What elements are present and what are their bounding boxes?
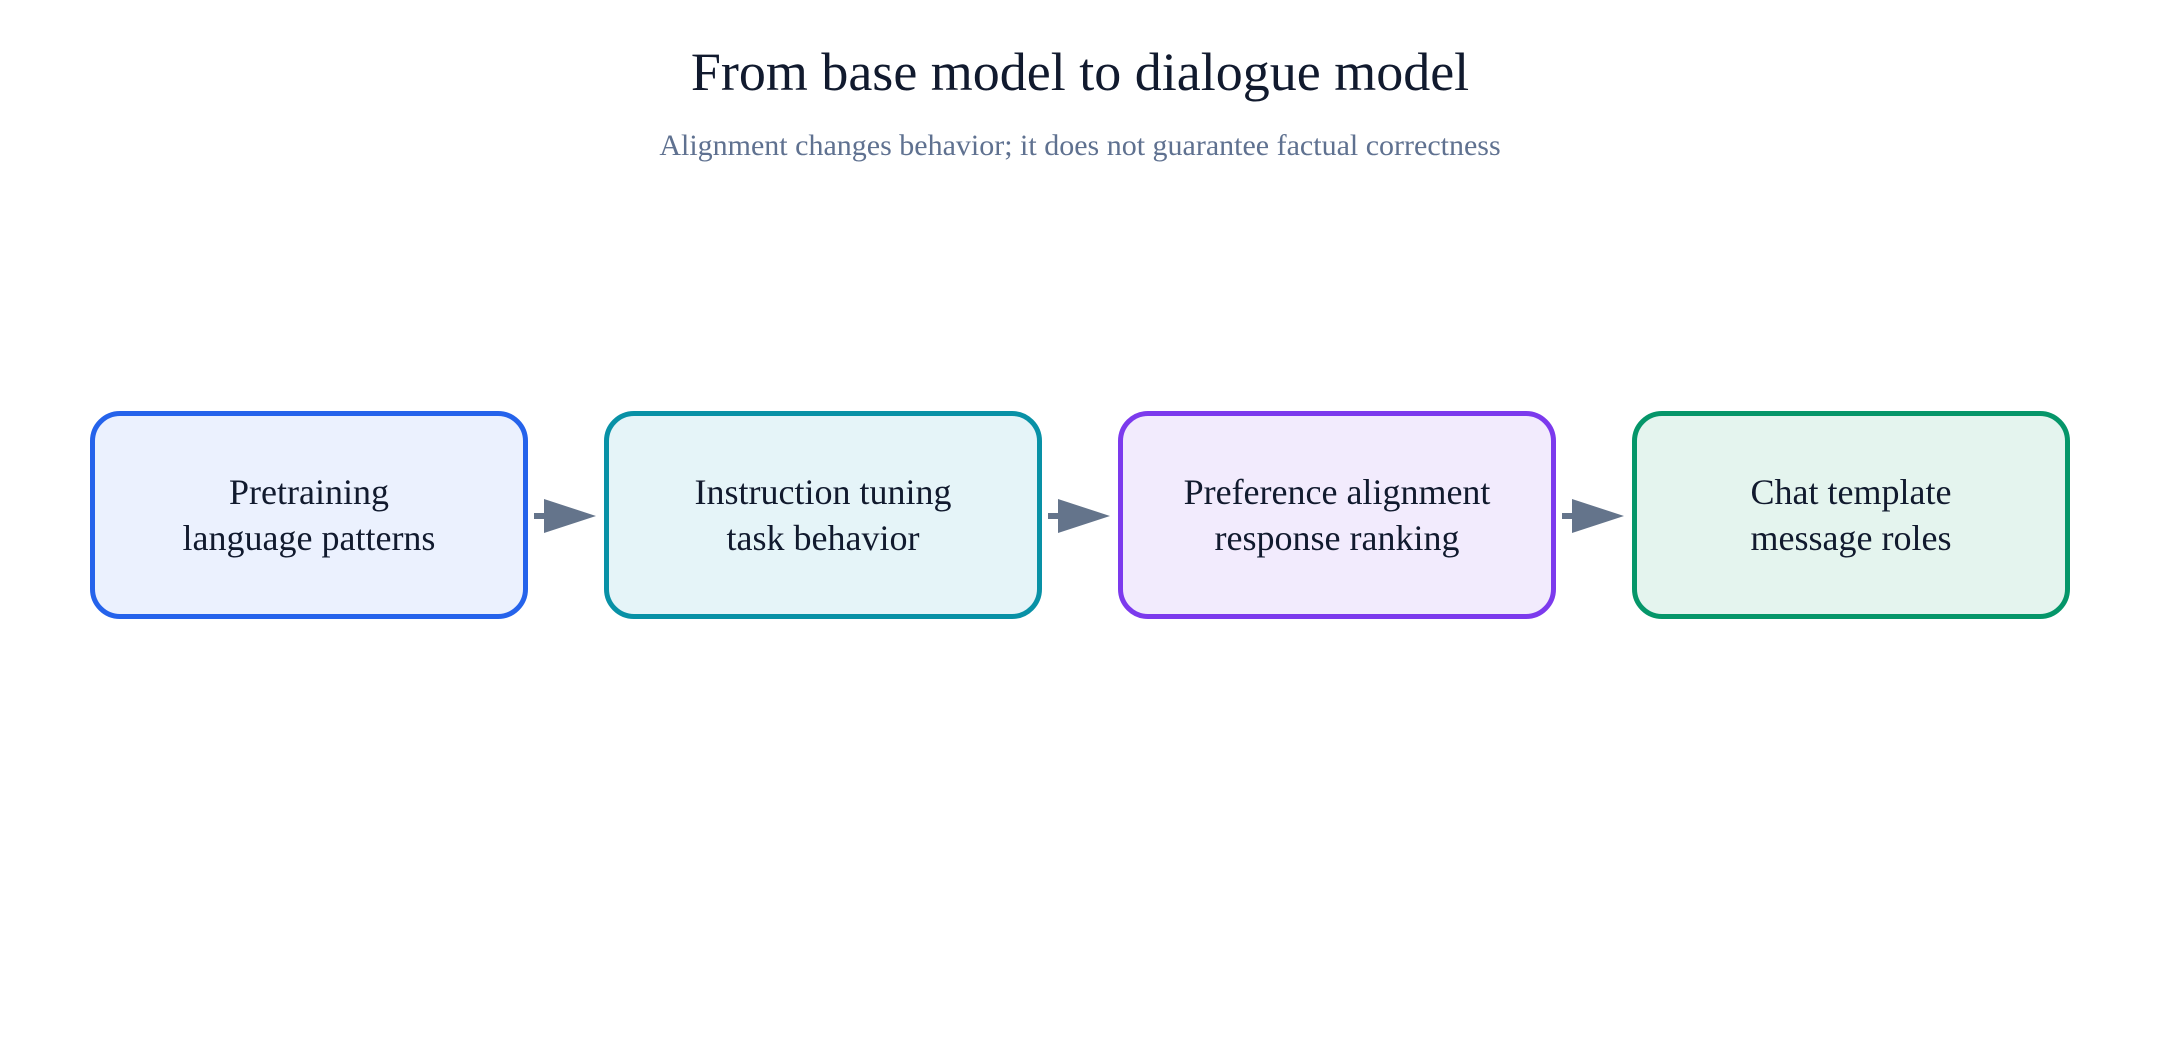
stage-detail: task behavior [726,518,920,558]
arrow-right-icon [1562,499,1624,533]
stage-preference-alignment: Preference alignment response ranking [1118,411,1556,619]
stage-detail: response ranking [1214,518,1460,558]
stage-pretraining: Pretraining language patterns [90,411,528,619]
stage-instruction-tuning: Instruction tuning task behavior [604,411,1042,619]
diagram-title: From base model to dialogue model [690,42,1470,102]
diagram-subtitle: Alignment changes behavior; it does not … [659,129,1501,162]
stage-title: Instruction tuning [694,472,952,512]
stage-chat-template: Chat template message roles [1632,411,2070,619]
stage-title: Pretraining [229,472,389,512]
arrow-right-icon [534,499,596,533]
stage-detail: message roles [1750,518,1952,558]
stage-detail: language patterns [182,518,436,558]
stage-title: Chat template [1750,472,1952,512]
arrow-right-icon [1048,499,1110,533]
stage-title: Preference alignment [1183,472,1491,512]
